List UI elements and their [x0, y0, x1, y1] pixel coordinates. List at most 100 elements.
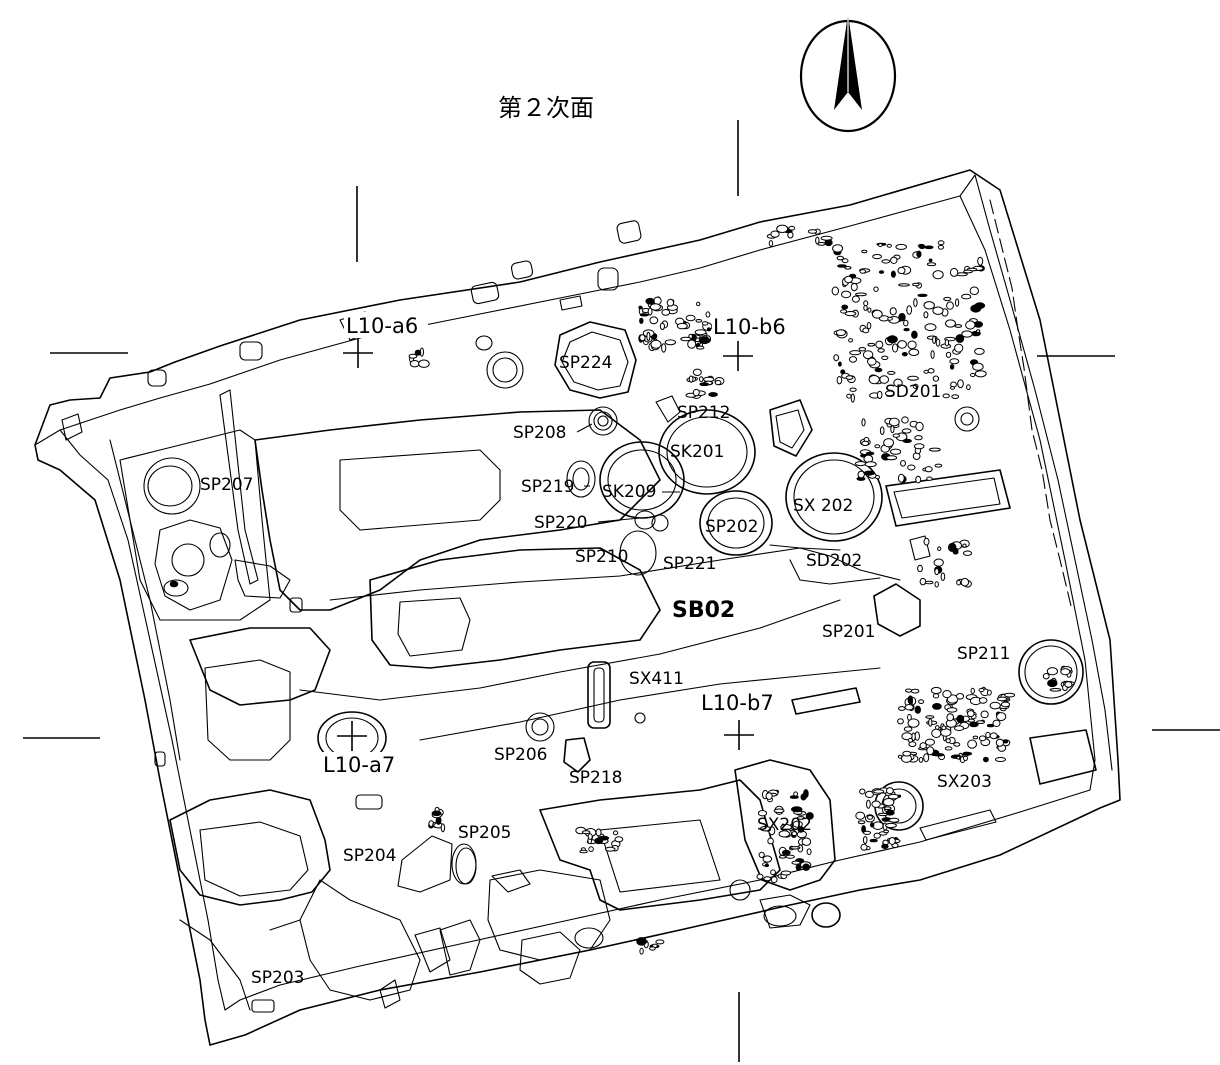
stone	[854, 461, 867, 467]
stone	[649, 316, 659, 325]
feature-label: SP224	[559, 353, 613, 373]
grid-reference-lines	[23, 120, 1220, 1062]
stone	[859, 269, 867, 274]
stone	[976, 720, 985, 724]
stone	[902, 438, 912, 444]
stone	[1000, 701, 1011, 708]
stone	[872, 254, 882, 260]
stone	[796, 816, 805, 820]
stone	[983, 756, 989, 763]
stone-clusters	[408, 224, 1075, 955]
stone	[961, 293, 972, 300]
stone	[907, 737, 914, 743]
stone	[802, 863, 811, 871]
stone	[698, 376, 704, 383]
stone	[801, 837, 812, 846]
stone	[867, 342, 876, 347]
feature-label: SP212	[677, 403, 731, 423]
stone	[885, 822, 897, 829]
stone	[935, 338, 941, 347]
stone	[836, 376, 843, 385]
stone	[849, 350, 862, 356]
stone	[858, 347, 867, 352]
stone	[901, 416, 909, 424]
stone	[956, 755, 961, 760]
stone	[879, 375, 890, 384]
leader-lines	[576, 423, 680, 523]
stone	[768, 240, 774, 247]
stone	[911, 330, 918, 339]
stone	[833, 354, 840, 362]
stone	[877, 348, 885, 353]
feature-label: SP210	[575, 547, 629, 567]
stone	[861, 418, 866, 427]
stone	[985, 731, 991, 739]
stone	[954, 343, 964, 353]
stone	[763, 876, 772, 882]
stone	[1004, 692, 1016, 698]
stone	[890, 425, 895, 434]
stone	[946, 301, 954, 310]
stone	[855, 292, 867, 297]
stone	[932, 693, 940, 699]
stone	[992, 719, 1001, 727]
stone	[845, 375, 854, 380]
stone	[910, 688, 920, 694]
stone	[886, 243, 892, 248]
stone	[902, 750, 912, 757]
stone	[773, 808, 785, 814]
stone	[1049, 688, 1062, 692]
stone	[890, 448, 902, 455]
stone	[907, 713, 912, 721]
stone	[893, 378, 903, 388]
stone	[914, 705, 921, 714]
stone	[972, 362, 984, 371]
stone	[887, 316, 893, 321]
stone	[863, 300, 869, 307]
stone	[881, 843, 889, 850]
stone	[951, 394, 960, 400]
stone	[903, 726, 913, 732]
stone	[860, 843, 868, 851]
stone	[907, 340, 917, 350]
stone	[841, 304, 849, 310]
stone	[897, 473, 905, 483]
stone	[918, 244, 926, 250]
stone	[945, 738, 951, 744]
stone	[770, 230, 780, 238]
stone	[933, 753, 945, 757]
feature-label: SP201	[822, 622, 876, 642]
stone	[890, 270, 896, 278]
structure-label-sb02: SB02	[672, 598, 735, 623]
stone	[838, 361, 842, 367]
stone	[905, 688, 913, 693]
southwest-features	[154, 751, 531, 1013]
stone	[857, 470, 865, 479]
stone	[886, 455, 898, 461]
stone	[906, 305, 913, 315]
stone	[962, 550, 973, 556]
stone	[934, 463, 943, 468]
stone	[890, 256, 898, 264]
stone	[980, 710, 989, 719]
stone	[694, 329, 707, 336]
stone	[886, 787, 894, 795]
stone	[861, 440, 870, 447]
stone	[884, 390, 895, 397]
plan-title: 第２次面	[498, 94, 594, 122]
stone	[967, 739, 977, 749]
stone	[867, 307, 872, 313]
stone	[949, 364, 955, 370]
stone	[795, 863, 802, 871]
stone	[789, 846, 801, 850]
stone	[841, 290, 852, 299]
stone	[770, 876, 778, 884]
stone	[908, 348, 920, 356]
stone	[639, 317, 644, 324]
stone	[582, 830, 591, 835]
stone	[978, 735, 987, 742]
stone	[687, 339, 697, 349]
stone	[966, 384, 971, 391]
stone	[889, 307, 897, 316]
stone	[661, 309, 671, 316]
